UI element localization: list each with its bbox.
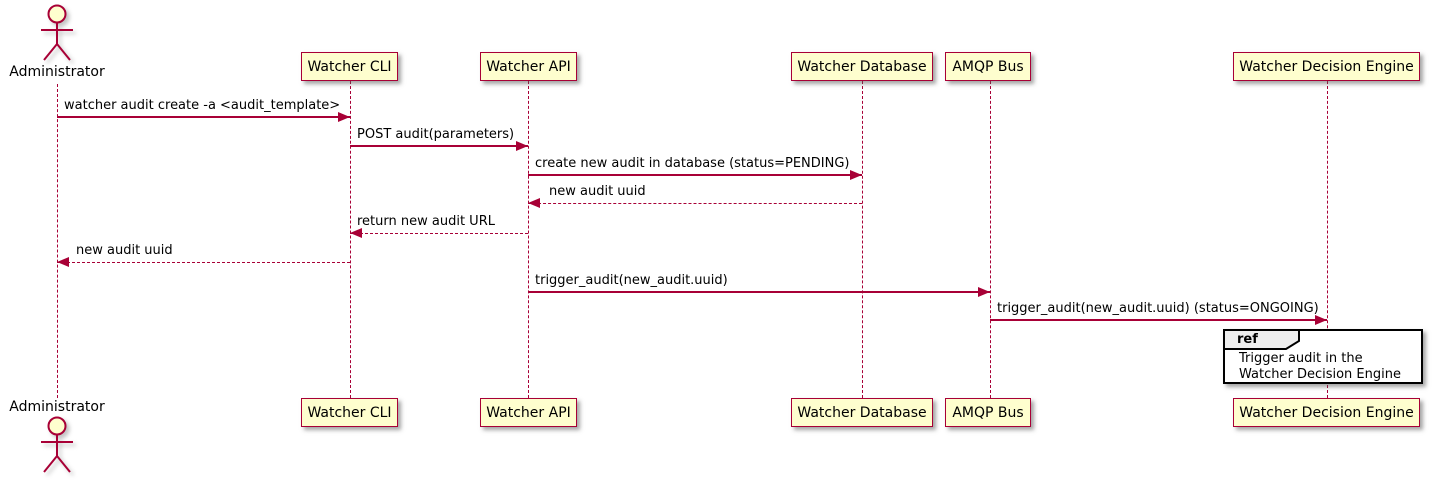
message-1-arrowhead <box>338 112 350 122</box>
ref-header-pentagon-icon <box>1223 329 1300 350</box>
message-6-line <box>57 262 350 263</box>
participant-bottom-watcher-cli: Watcher CLI <box>301 398 398 427</box>
message-3-label: create new audit in database (status=PEN… <box>535 156 850 171</box>
message-3-line <box>528 174 862 176</box>
message-8-line <box>990 319 1327 321</box>
ref-keyword: ref <box>1237 332 1258 347</box>
actor-label-administrator-top: Administrator <box>9 64 105 80</box>
lifeline-amqp-bus <box>990 81 991 398</box>
message-7-arrowhead <box>978 287 990 297</box>
participant-bottom-watcher-decision-engine: Watcher Decision Engine <box>1233 398 1420 427</box>
participant-bottom-amqp-bus: AMQP Bus <box>945 398 1031 427</box>
message-3-arrowhead <box>850 170 862 180</box>
ref-fragment: ref Trigger audit in the Watcher Decisio… <box>1223 329 1423 384</box>
participant-top-watcher-database: Watcher Database <box>791 52 933 81</box>
message-5-line <box>350 233 528 234</box>
administrator-actor-icon-bottom <box>41 416 73 473</box>
message-2-line <box>350 145 528 147</box>
participant-top-watcher-api: Watcher API <box>480 52 577 81</box>
message-7-label: trigger_audit(new_audit.uuid) <box>535 273 728 288</box>
participant-top-amqp-bus: AMQP Bus <box>945 52 1031 81</box>
message-8-label: trigger_audit(new_audit.uuid) (status=ON… <box>997 301 1319 316</box>
message-5-arrowhead <box>350 228 362 238</box>
lifeline-watcher-cli <box>350 81 351 398</box>
message-8-arrowhead <box>1315 315 1327 325</box>
message-2-label: POST audit(parameters) <box>357 127 515 142</box>
participant-top-watcher-cli: Watcher CLI <box>301 52 398 81</box>
message-4-arrowhead <box>528 198 540 208</box>
lifeline-watcher-api <box>528 81 529 398</box>
lifeline-administrator <box>57 84 58 398</box>
message-6-arrowhead <box>57 257 69 267</box>
message-1-label: watcher audit create -a <audit_template> <box>64 98 341 113</box>
participant-bottom-watcher-database: Watcher Database <box>791 398 933 427</box>
message-5-label: return new audit URL <box>357 214 495 229</box>
message-4-line <box>528 203 862 204</box>
ref-text-line-2: Watcher Decision Engine <box>1239 367 1401 382</box>
participant-top-watcher-decision-engine: Watcher Decision Engine <box>1233 52 1420 81</box>
message-6-label: new audit uuid <box>76 243 173 258</box>
participant-bottom-watcher-api: Watcher API <box>480 398 577 427</box>
lifeline-watcher-database <box>862 81 863 398</box>
administrator-actor-icon <box>41 4 73 61</box>
message-4-label: new audit uuid <box>549 184 646 199</box>
message-7-line <box>528 291 990 293</box>
actor-label-administrator-bottom: Administrator <box>9 399 105 415</box>
message-2-arrowhead <box>516 141 528 151</box>
ref-text-line-1: Trigger audit in the <box>1239 351 1363 366</box>
lifeline-watcher-decision-engine <box>1327 81 1328 398</box>
message-1-line <box>57 116 350 118</box>
